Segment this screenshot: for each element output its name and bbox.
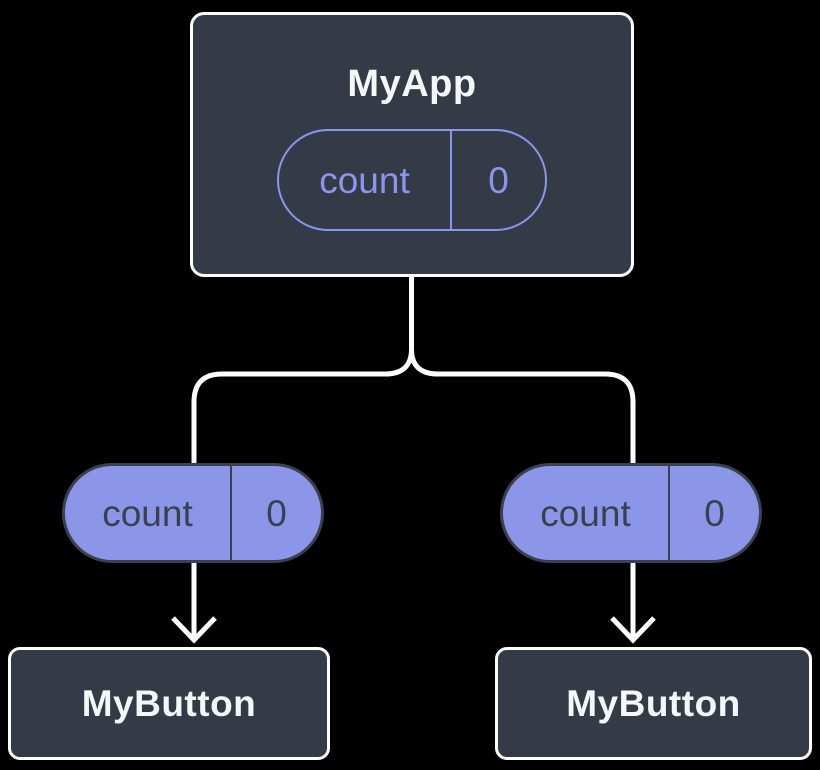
connector-branch-right — [409, 348, 636, 636]
component-title: MyApp — [347, 63, 477, 105]
state-value: 0 — [450, 131, 545, 229]
component-node-myapp: MyApp count 0 — [190, 12, 634, 277]
prop-name: count — [540, 492, 631, 534]
arrow-down-icon — [171, 616, 217, 644]
state-pill: count 0 — [277, 129, 547, 231]
prop-value: 0 — [230, 466, 321, 560]
component-node-mybutton: MyButton — [495, 647, 812, 760]
arrow-down-icon — [610, 616, 656, 644]
component-title: MyButton — [566, 683, 741, 724]
prop-pill: count 0 — [500, 463, 762, 563]
component-node-mybutton: MyButton — [8, 647, 330, 760]
prop-name: count — [102, 492, 193, 534]
state-name: count — [319, 159, 410, 201]
connector-branch-left — [191, 348, 414, 636]
component-title: MyButton — [81, 683, 257, 724]
prop-value: 0 — [668, 466, 759, 560]
prop-pill: count 0 — [62, 463, 324, 563]
